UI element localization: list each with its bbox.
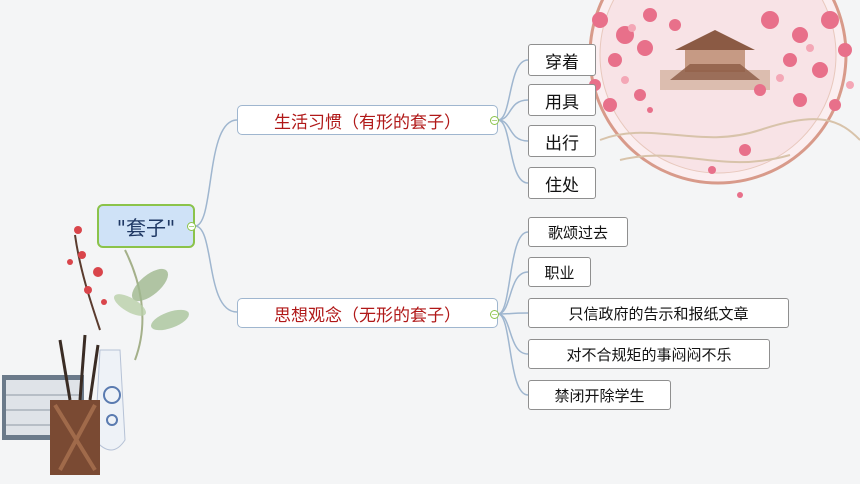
connector-lines [194, 59, 529, 396]
leaf-node-label: 禁闭开除学生 [554, 386, 645, 405]
branch-node-habits[interactable]: 生活习惯（有形的套子） [237, 105, 498, 135]
leaf-node[interactable]: 禁闭开除学生 [528, 380, 671, 410]
leaf-node[interactable]: 对不合规矩的事闷闷不乐 [528, 339, 770, 369]
leaf-node-label: 用具 [545, 92, 579, 113]
branch-collapse-icon[interactable]: − [490, 310, 499, 319]
root-collapse-icon[interactable]: − [187, 222, 196, 231]
leaf-node-label: 住处 [545, 175, 579, 196]
root-node[interactable]: "套子" [97, 204, 195, 248]
leaf-node[interactable]: 用具 [528, 84, 596, 116]
leaf-node[interactable]: 住处 [528, 167, 596, 199]
branch-node-label: 生活习惯（有形的套子） [274, 112, 461, 133]
leaf-node-label: 只信政府的告示和报纸文章 [568, 304, 749, 323]
books-and-vase-with-plum-branch-illustration [2, 226, 189, 475]
leaf-node-label: 对不合规矩的事闷闷不乐 [566, 345, 732, 364]
leaf-node[interactable]: 职业 [528, 257, 591, 287]
leaf-node-label: 歌颂过去 [547, 223, 608, 242]
plum-blossom-window-illustration [588, 0, 860, 198]
root-node-label: "套子" [116, 215, 176, 240]
leaf-node-label: 穿着 [545, 52, 579, 73]
leaf-node[interactable]: 歌颂过去 [528, 217, 628, 247]
leaf-node[interactable]: 只信政府的告示和报纸文章 [528, 298, 789, 328]
branch-collapse-icon[interactable]: − [490, 116, 499, 125]
branch-node-label: 思想观念（无形的套子） [274, 305, 461, 326]
leaf-node[interactable]: 出行 [528, 125, 596, 157]
leaf-node-label: 出行 [545, 133, 579, 154]
branch-node-ideas[interactable]: 思想观念（无形的套子） [237, 298, 498, 328]
leaf-node[interactable]: 穿着 [528, 44, 596, 76]
leaf-node-label: 职业 [544, 263, 575, 282]
